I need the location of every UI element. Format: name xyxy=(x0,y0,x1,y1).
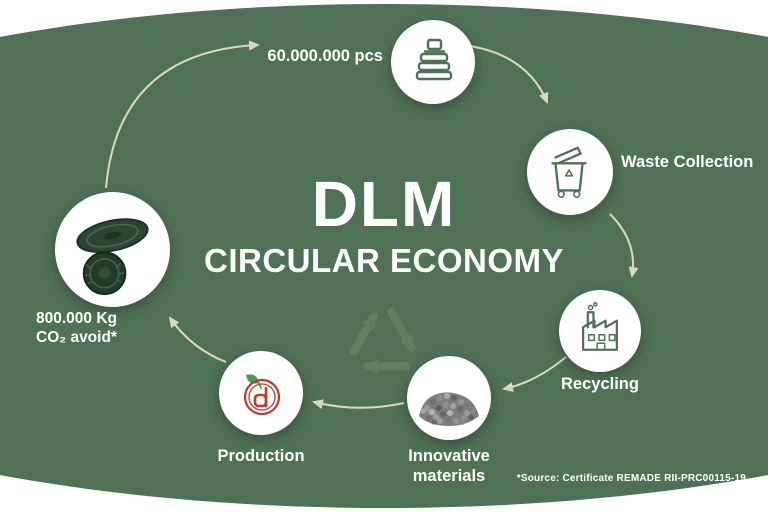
recycling-node-circle xyxy=(559,290,641,372)
impact-label-line2: CO₂ avoid* xyxy=(36,328,117,346)
impact-label: 800.000 Kg CO₂ avoid* xyxy=(36,310,186,348)
product-node-circle xyxy=(55,192,170,307)
dlm-leaf-logo-icon xyxy=(243,374,281,416)
page-title: DLM xyxy=(311,168,457,240)
plastic-granules-photo xyxy=(419,392,479,426)
production-node-circle xyxy=(219,351,303,435)
stacked-caps-icon xyxy=(415,38,453,81)
innovative-materials-label: Innovative materials xyxy=(408,447,490,486)
recycled-caps-photo xyxy=(76,218,149,296)
input-node-circle xyxy=(391,20,475,104)
recycling-label: Recycling xyxy=(561,375,639,393)
factory-icon xyxy=(582,301,618,351)
source-footnote: *Source: Certificate REMADE RII-PRC00115… xyxy=(516,473,746,484)
center-title-block: DLM CIRCULAR ECONOMY xyxy=(204,172,564,383)
waste-collection-node-circle xyxy=(527,129,613,215)
page-subtitle: CIRCULAR ECONOMY xyxy=(204,242,564,279)
input-label: 60.000.000 pcs xyxy=(267,47,383,65)
production-label: Production xyxy=(217,447,305,465)
waste-bin-icon xyxy=(551,146,587,198)
innovative-materials-node-circle xyxy=(407,356,491,440)
waste-collection-label: Waste Collection xyxy=(621,153,754,171)
recycle-arrows-icon xyxy=(204,292,564,383)
impact-label-line1: 800.000 Kg xyxy=(36,310,117,327)
